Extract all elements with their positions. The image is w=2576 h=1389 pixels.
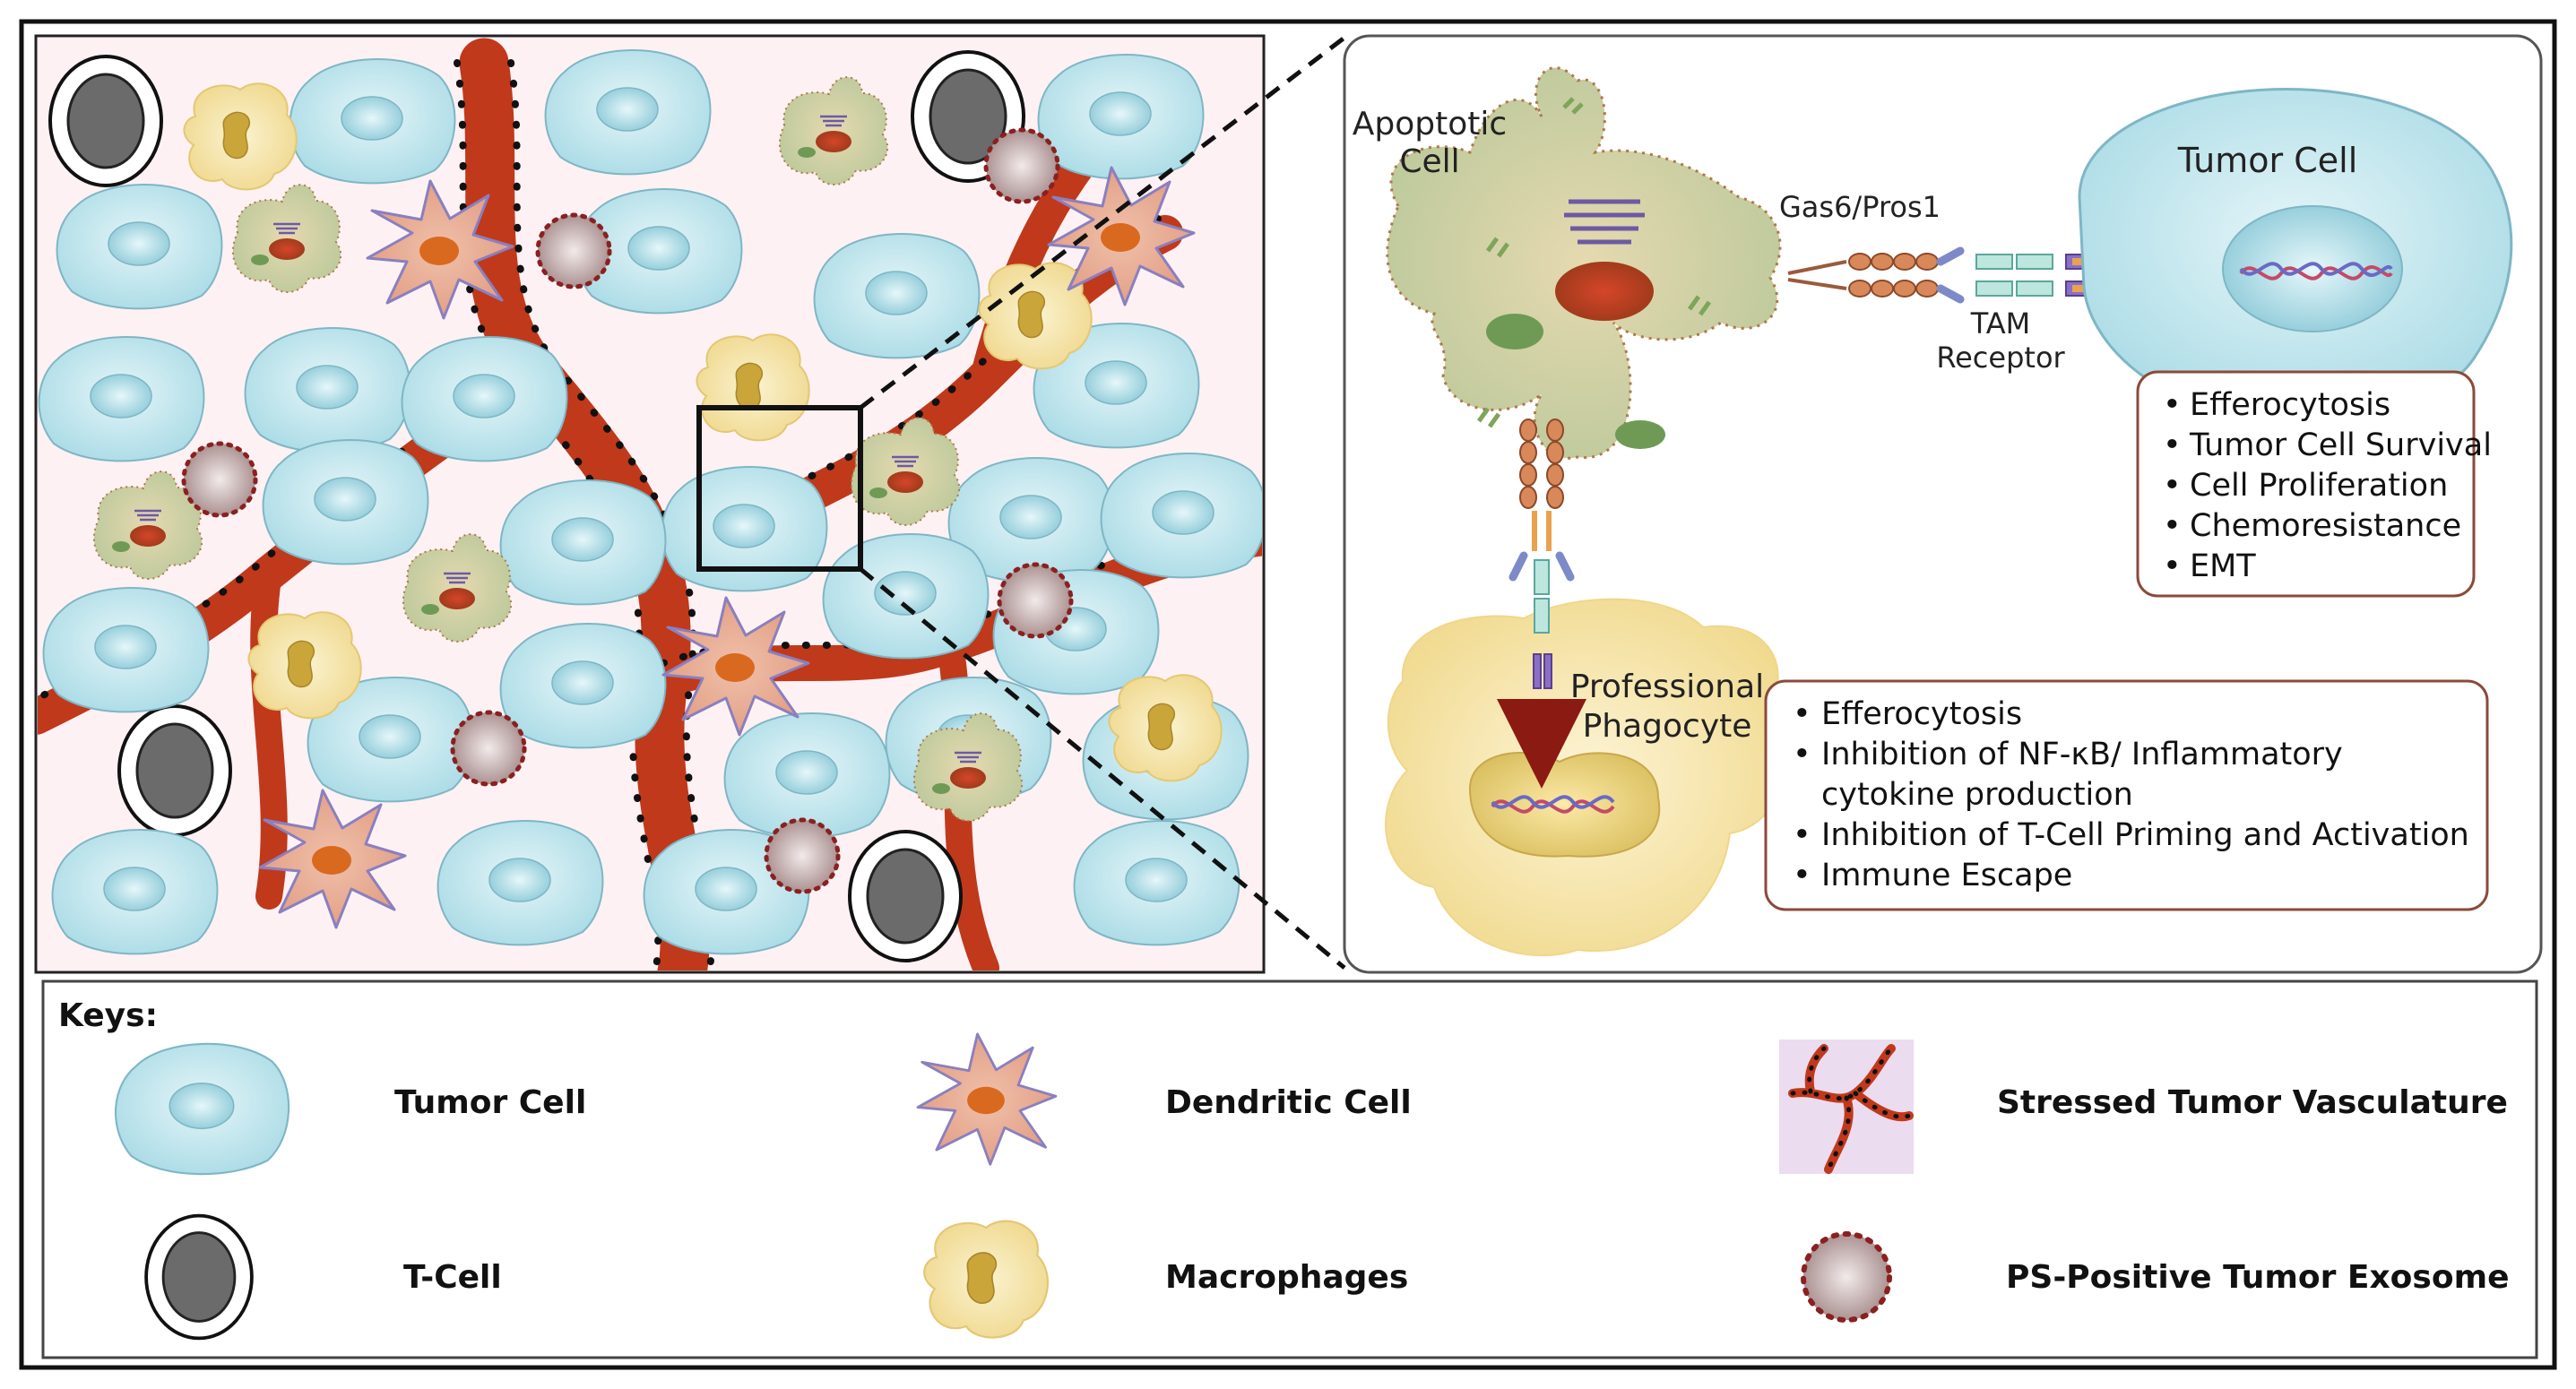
tumor-cell <box>499 479 667 606</box>
zoom-line-bottom <box>859 567 1346 970</box>
tumor-outcome-bullet: • <box>2163 508 2182 544</box>
exosome <box>766 820 838 892</box>
keys-title: Keys: <box>58 997 158 1034</box>
phagocyte-outcome-bullet: • <box>1793 696 1811 732</box>
tumor-cell <box>289 58 456 185</box>
phagocyte-outcome: Efferocytosis <box>1821 696 2022 732</box>
tumor-cell <box>723 712 891 839</box>
vertical-receptor-chain <box>1497 418 1586 789</box>
tumor-outcomes-box <box>2136 370 2476 598</box>
apoptotic-cell-label: Apoptotic <box>1353 106 1507 142</box>
zoom-region-box <box>696 405 863 572</box>
tumor-cell <box>822 533 990 660</box>
phagocyte-outcome: cytokine production <box>1821 777 2133 813</box>
tumor-cell <box>1073 820 1240 946</box>
tumor-cell <box>1100 453 1262 579</box>
tumor-cell <box>262 439 429 565</box>
tumor-cell <box>244 327 411 453</box>
tumor-cell-icon <box>114 1042 290 1176</box>
t-cell-icon <box>144 1213 254 1341</box>
apoptotic-cell-label-2: Cell <box>1399 143 1459 180</box>
tumor-cell-label: Tumor Cell <box>2177 141 2358 180</box>
phagocyte-outcomes-list: • Efferocytosis • Inhibition of NF-κB/ I… <box>1793 696 2469 893</box>
keys-panel: Keys: Tumor Cell Dendritic Cell Stressed… <box>41 979 2538 1359</box>
tumor-cell <box>661 466 828 592</box>
outer-frame <box>19 19 2557 1370</box>
exosome <box>538 215 609 287</box>
tumor-outcome: Cell Proliferation <box>2190 468 2448 504</box>
tumor-outcome: Chemoresistance <box>2190 508 2461 544</box>
receptor-label: TAM <box>1970 306 2031 341</box>
tumor-outcome-bullet: • <box>2163 387 2182 423</box>
tumor-outcome-bullet: • <box>2163 468 2182 504</box>
phagocyte-outcome-bullet: • <box>1793 858 1811 893</box>
ligand-label: Gas6/Pros1 <box>1779 190 1941 224</box>
key-label-macrophages: Macrophages <box>1165 1259 1408 1296</box>
exosome <box>986 130 1058 202</box>
phagocyte-outcome-bullet: • <box>1793 817 1811 853</box>
tumor-cell <box>437 820 604 946</box>
key-label-exosome: PS-Positive Tumor Exosome <box>2006 1259 2510 1296</box>
phagocyte-outcome: Inhibition of T-Cell Priming and Activat… <box>1821 817 2469 853</box>
tumor-microenvironment-panel <box>34 34 1266 974</box>
zoom-line-top <box>859 36 1346 410</box>
phagocyte-outcomes-box <box>1764 679 2489 911</box>
tumor-outcome-bullet: • <box>2163 427 2182 463</box>
tumor-cell <box>38 336 205 462</box>
exosome <box>453 712 524 784</box>
key-label-vasculature: Stressed Tumor Vasculature <box>1997 1084 2508 1121</box>
key-label-dendritic-cell: Dendritic Cell <box>1165 1084 1412 1121</box>
phagocyte-outcome: Inhibition of NF-κB/ Inflammatory <box>1821 737 2343 772</box>
exosome <box>999 565 1071 636</box>
tumor-outcomes-list: • Efferocytosis • Tumor Cell Survival • … <box>2163 387 2492 584</box>
key-label-tumor-cell: Tumor Cell <box>394 1084 586 1121</box>
tumor-cell-large <box>2078 88 2513 417</box>
key-label-t-cell: T-Cell <box>403 1259 502 1296</box>
phagocyte-outcome: Immune Escape <box>1821 858 2072 893</box>
tumor-cell <box>544 49 712 176</box>
tumor-outcome: Efferocytosis <box>2190 387 2390 423</box>
tumor-cell <box>56 184 223 310</box>
tumor-cell <box>51 829 219 955</box>
tumor-cell <box>813 233 981 359</box>
vasculature-icon <box>1779 1040 1914 1174</box>
exosome-icon <box>1803 1234 1889 1320</box>
tumor-outcome: Tumor Cell Survival <box>2189 427 2492 463</box>
tumor-cell <box>42 587 210 713</box>
phagocyte-outcome-bullet: • <box>1793 737 1811 772</box>
t-cell <box>48 55 163 187</box>
tumor-cell <box>1037 54 1205 180</box>
tumor-outcome-bullet: • <box>2163 548 2182 584</box>
detail-panel: Apoptotic Cell Gas6/Pros1 TAM <box>1343 34 2543 974</box>
apoptotic-cell-large <box>1386 66 1782 460</box>
receptor-label-2: Receptor <box>1936 341 2065 375</box>
t-cell <box>117 704 232 837</box>
tumor-cell <box>499 623 667 749</box>
tumor-outcome: EMT <box>2190 548 2256 584</box>
phagocyte-label-2: Phagocyte <box>1583 708 1752 745</box>
phagocyte-label: Professional <box>1570 669 1764 705</box>
tumor-cell <box>401 336 568 462</box>
exosome <box>184 444 255 515</box>
t-cell <box>848 830 963 962</box>
